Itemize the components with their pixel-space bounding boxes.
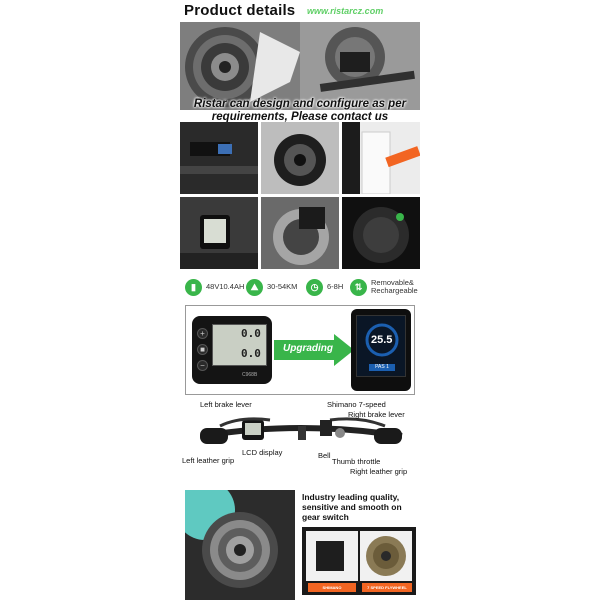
lcd-screen: 0.0 0.0	[212, 324, 267, 366]
battery-icon: ▮	[185, 278, 202, 296]
crankset-photo	[261, 122, 339, 194]
upgrade-label: Upgrading	[283, 343, 333, 354]
label-lcd-display: LCD display	[242, 448, 283, 457]
header: Product details www.ristarcz.com	[180, 0, 420, 22]
spec-range: ⛰ 30-54KM	[246, 276, 297, 298]
drivetrain-photo	[180, 22, 420, 110]
spec-label: 6-8H	[327, 282, 344, 291]
tft-screen: 25.5 PAS 1	[356, 315, 406, 377]
tft-speed: 25.5	[371, 334, 393, 346]
spec-label: Removable& Rechargeable	[371, 278, 418, 295]
plus-icon: +	[197, 328, 208, 339]
clock-icon: ◷	[306, 278, 323, 296]
hub-motor-photo	[342, 197, 420, 269]
display-photo	[180, 197, 258, 269]
label-right-brake-lever: Right brake lever	[348, 410, 405, 419]
contact-overlay-text: Ristar can design and configure as per r…	[193, 98, 407, 123]
product-detail-strip: Product details www.ristarcz.com Ristar …	[180, 0, 420, 600]
gear-heading: Industry leading quality, sensitive and …	[302, 492, 402, 522]
display-comparison: + ■ − 0.0 0.0 C968B Upgrading 25.5 PAS 1	[185, 305, 415, 395]
tag-flywheel: 7 SPEED FLYWHEEL	[362, 583, 412, 592]
handlebar-section: Left brake lever Shimano 7-speed Right b…	[180, 398, 420, 483]
lcd-value-top: 0.0	[241, 327, 261, 340]
lcd-value-bottom: 0.0	[241, 347, 261, 360]
removable-icon: ⇅	[350, 278, 367, 296]
label-thumb-throttle: Thumb throttle	[332, 457, 381, 466]
label-bell: Bell	[318, 451, 331, 460]
brake-lever-photo	[180, 122, 258, 194]
tft-display-new: 25.5 PAS 1	[351, 309, 411, 391]
minus-icon: −	[197, 360, 208, 371]
lcd-display-old: + ■ − 0.0 0.0 C968B	[192, 316, 272, 384]
label-shimano: Shimano 7-speed	[327, 400, 386, 409]
upgrade-arrow-icon	[274, 334, 354, 366]
tag-shimano: SHIMANO	[308, 583, 356, 592]
spec-charge-time: ◷ 6-8H	[306, 276, 343, 298]
spec-label: 48V10.4AH	[206, 282, 245, 291]
label-left-leather-grip: Left leather grip	[182, 456, 235, 465]
gear-components-box: SHIMANO 7 SPEED FLYWHEEL	[302, 527, 416, 595]
label-right-leather-grip: Right leather grip	[350, 467, 408, 476]
spec-battery: ▮ 48V10.4AH	[185, 276, 244, 298]
range-icon: ⛰	[246, 278, 263, 296]
page-title: Product details	[184, 2, 296, 19]
cassette-photo	[185, 490, 295, 600]
mode-icon: ■	[197, 344, 208, 355]
spec-label: 30-54KM	[267, 282, 298, 291]
site-url[interactable]: www.ristarcz.com	[307, 6, 384, 16]
lcd-brand: C968B	[242, 372, 258, 378]
spec-removable: ⇅ Removable& Rechargeable	[350, 276, 420, 298]
tft-pas: PAS 1	[369, 364, 395, 371]
handlebar-illustration	[200, 417, 403, 444]
disc-brake-photo	[261, 197, 339, 269]
label-left-brake-lever: Left brake lever	[200, 400, 252, 409]
frame-photo	[342, 122, 420, 194]
